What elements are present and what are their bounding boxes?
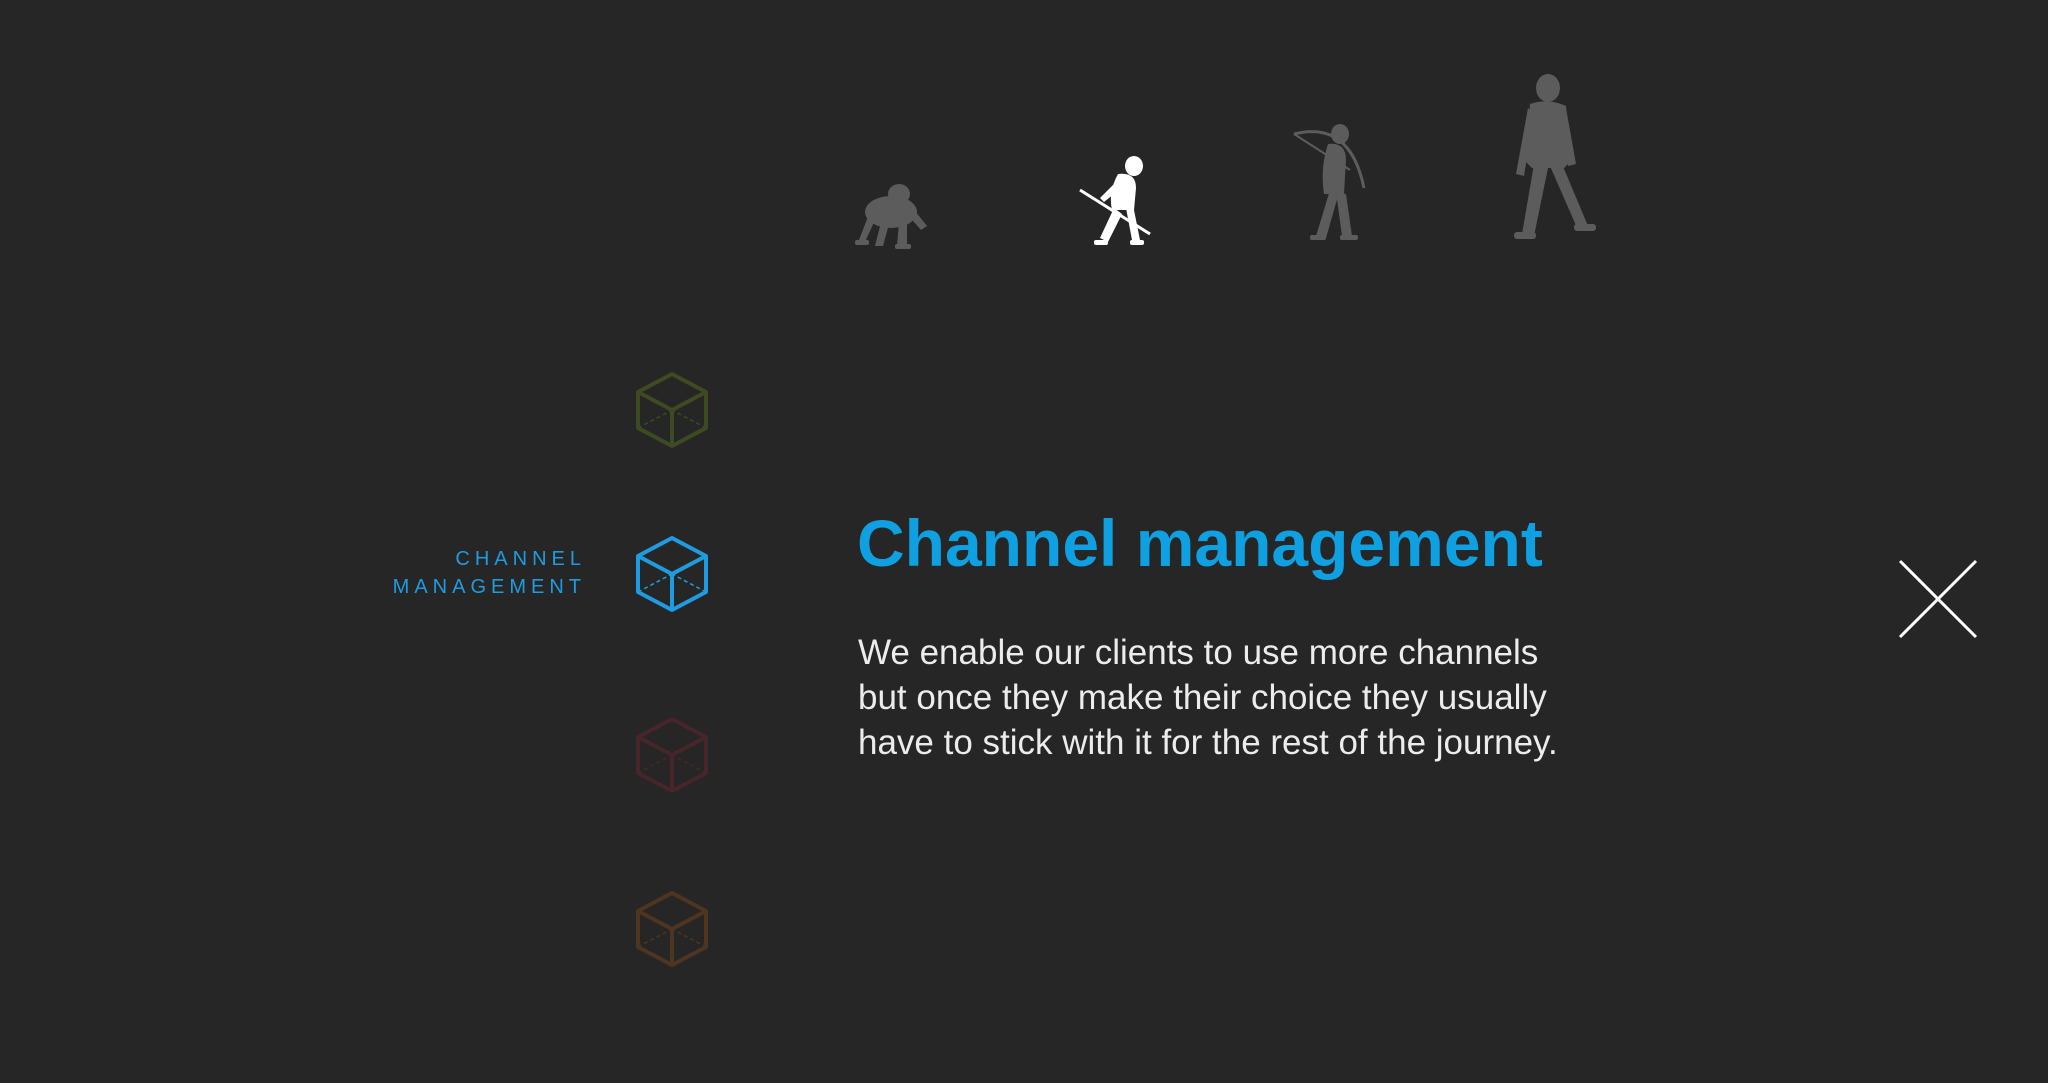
modern-human-icon[interactable] <box>1508 74 1600 244</box>
nav-cube-3[interactable] <box>634 716 710 794</box>
nav-cube-4[interactable] <box>634 890 710 968</box>
nav-item-label-channel-management[interactable]: CHANNEL MANAGEMENT <box>330 545 586 601</box>
content-description: We enable our clients to use more channe… <box>858 633 1558 762</box>
content-title: Channel management <box>857 506 1543 580</box>
nav-label-line-1: CHANNEL <box>455 548 586 570</box>
ape-icon[interactable] <box>855 178 935 250</box>
nav-cube-1[interactable] <box>634 371 710 449</box>
close-button[interactable] <box>1896 557 1980 641</box>
nav-cube-channel-management[interactable] <box>634 535 710 613</box>
close-icon <box>1898 559 1978 639</box>
nav-label-line-2: MANAGEMENT <box>392 576 586 598</box>
archer-human-icon[interactable] <box>1290 120 1370 244</box>
early-human-with-spear-icon[interactable] <box>1078 152 1152 248</box>
